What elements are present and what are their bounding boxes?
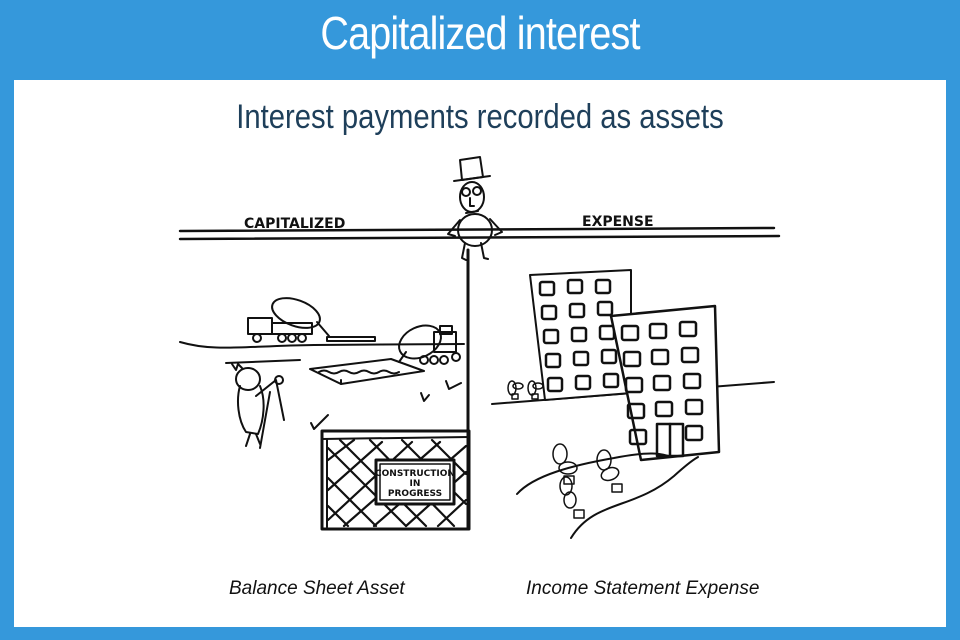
cement-truck-icon [398, 324, 461, 365]
slide-subtitle: Interest payments recorded as assets [236, 98, 724, 136]
fence-rails [178, 226, 781, 241]
content-panel: Interest payments recorded as assets CAP… [14, 80, 946, 627]
slide-title: Capitalized interest [320, 7, 640, 59]
surveyor-bird-icon [235, 367, 285, 449]
caption-balance-sheet-asset: Balance Sheet Asset [229, 578, 405, 599]
sign-line-1: CONSTRUCTION [375, 469, 455, 479]
office-buildings-icon [491, 269, 775, 539]
sign-line-3: PROGRESS [388, 489, 442, 499]
top-hat-character-icon [447, 156, 503, 261]
cement-truck-icon [247, 297, 376, 343]
expense-label: EXPENSE [582, 214, 654, 230]
capitalized-label: CAPITALIZED [244, 216, 345, 232]
construction-scene [179, 297, 465, 449]
caption-income-statement-expense: Income Statement Expense [526, 578, 760, 599]
sign-line-2: IN [410, 479, 421, 489]
chain-link-fence: CONSTRUCTION IN PROGRESS [320, 429, 471, 531]
capitalized-vs-expense-illustration: CAPITALIZED EXPENSE [178, 156, 781, 539]
busy-bees-icon [507, 380, 623, 519]
